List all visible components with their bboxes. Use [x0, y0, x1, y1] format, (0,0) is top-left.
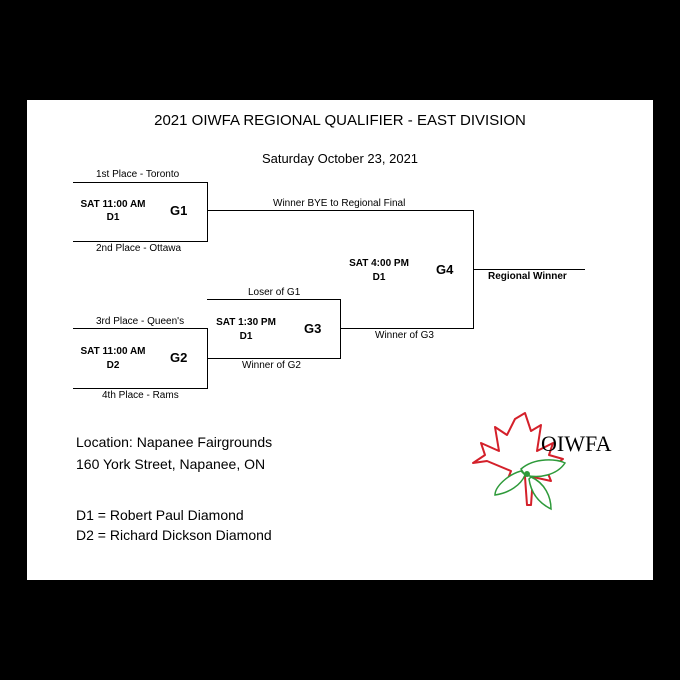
location-address: 160 York Street, Napanee, ON: [76, 456, 266, 472]
g1-bottom-line: [73, 241, 208, 242]
g1-top-line: [73, 182, 208, 183]
legend-d1: D1 = Robert Paul Diamond: [76, 507, 244, 523]
g1-bottom-team: 2nd Place - Ottawa: [96, 243, 182, 254]
location-name: Location: Napanee Fairgrounds: [76, 434, 273, 450]
g1-advance-line: [207, 210, 474, 211]
g3-bracket-line: [340, 299, 341, 359]
g1-advance-label: Winner BYE to Regional Final: [273, 198, 406, 209]
g2-diamond: D2: [106, 360, 120, 371]
g2-time: SAT 11:00 AM: [80, 346, 146, 357]
event-date: Saturday October 23, 2021: [261, 151, 419, 166]
g3-top-line: [207, 299, 341, 300]
logo-wordmark: OIWFA: [541, 431, 612, 456]
page-title: 2021 OIWFA REGIONAL QUALIFIER - EAST DIV…: [154, 112, 526, 129]
g4-result-label: Regional Winner: [488, 271, 567, 282]
g4-result-line: [473, 269, 585, 270]
g1-bracket-line: [207, 182, 208, 242]
g3-advance-line: [340, 328, 474, 329]
g3-time: SAT 1:30 PM: [216, 317, 276, 328]
g2-bottom-line: [73, 388, 208, 389]
g3-top-team: Loser of G1: [248, 287, 301, 298]
g1-game-id: G1: [170, 203, 188, 218]
oiwfa-logo: OIWFA: [472, 412, 612, 511]
g4-diamond: D1: [372, 272, 386, 283]
g2-bottom-team: 4th Place - Rams: [102, 390, 179, 401]
g1-top-team: 1st Place - Toronto: [96, 169, 180, 180]
g3-diamond: D1: [239, 331, 253, 342]
g1-diamond: D1: [106, 212, 120, 223]
g4-game-id: G4: [436, 262, 454, 277]
g2-game-id: G2: [170, 350, 188, 365]
g4-time: SAT 4:00 PM: [349, 258, 409, 269]
g3-bottom-line: [207, 358, 341, 359]
maple-leaf-icon: [472, 412, 564, 506]
legend-d2: D2 = Richard Dickson Diamond: [76, 527, 272, 543]
g3-advance-label: Winner of G3: [375, 330, 434, 341]
bracket-sheet: 2021 OIWFA REGIONAL QUALIFIER - EAST DIV…: [27, 100, 653, 580]
g3-bottom-team: Winner of G2: [242, 360, 301, 371]
g3-game-id: G3: [304, 321, 322, 336]
g2-top-line: [73, 328, 208, 329]
g2-top-team: 3rd Place - Queen's: [96, 316, 185, 327]
g1-time: SAT 11:00 AM: [80, 199, 146, 210]
trillium-icon: [494, 459, 567, 511]
